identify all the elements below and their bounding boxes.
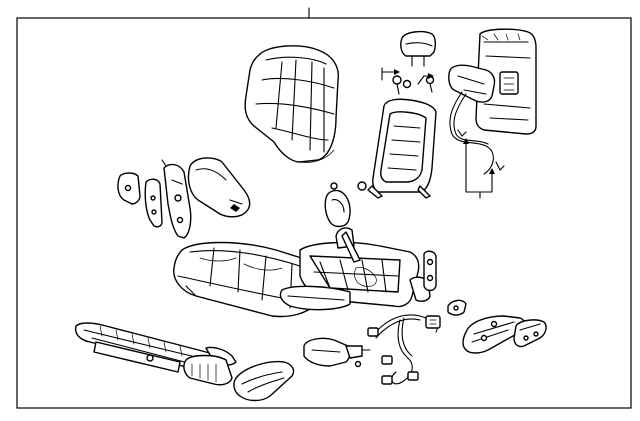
headrest-guide-pins (381, 67, 435, 95)
side-shield (233, 360, 295, 402)
seat-back-cushion (244, 45, 339, 163)
headrest (400, 30, 437, 67)
side-trim-brackets (117, 159, 192, 239)
seat-cushion-frame (279, 227, 437, 311)
control-module (462, 315, 547, 354)
recliner-knob (324, 182, 351, 228)
seat-back-panel (448, 28, 537, 135)
wiring-harness (367, 314, 441, 385)
switch-bracket (447, 299, 467, 316)
lumbar-cable (449, 91, 505, 199)
track-cover (183, 354, 233, 386)
power-seat-switch (303, 337, 371, 368)
track-adjuster (74, 322, 237, 373)
seat-back-frame (357, 98, 437, 199)
side-bolster-cover (187, 157, 251, 218)
